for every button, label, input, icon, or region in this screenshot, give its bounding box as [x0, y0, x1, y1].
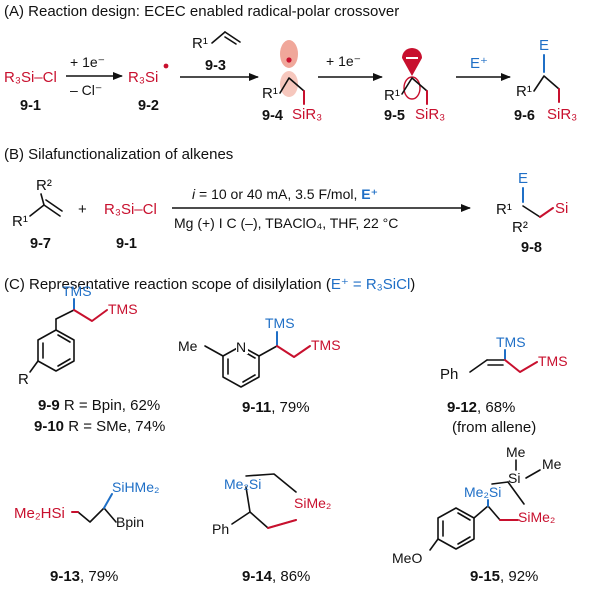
r-9-9: R: [18, 371, 29, 388]
alkene-r1: R¹: [192, 35, 208, 52]
section-b-header: (B) Silafunctionalization of alkenes: [4, 146, 233, 163]
caption-9-9: 9-9 R = Bpin, 62%: [38, 397, 160, 414]
me2hsi-9-13: Me₂HSi: [14, 505, 65, 522]
step1-bottom: – Cl⁻: [70, 82, 102, 98]
sir3-9-4: SiR₃: [292, 106, 322, 123]
label-9-7: 9-7: [30, 236, 51, 252]
caption-9-12: 9-12, 68%: [447, 399, 515, 416]
label-9-8: 9-8: [521, 240, 542, 256]
caption-9-14: 9-14, 86%: [242, 568, 310, 585]
sime2-9-14: SiMe₂: [294, 495, 331, 511]
r2-9-7: R²: [36, 177, 52, 194]
label-9-1-b: 9-1: [116, 236, 137, 252]
sihme2-9-13: SiHMe₂: [112, 479, 159, 495]
reagent-b: R₃Si–Cl: [104, 201, 157, 218]
electrophile-a: E⁺: [470, 55, 488, 72]
caption-9-12-note: (from allene): [452, 419, 536, 436]
me-9-11: Me: [178, 338, 198, 354]
sime2-9-15: SiMe₂: [518, 509, 555, 525]
e-9-6: E: [539, 37, 549, 54]
si-9-15: Si: [508, 470, 520, 486]
label-9-6: 9-6: [514, 108, 535, 124]
sir3-9-6: SiR₃: [547, 106, 577, 123]
p-orbital-top: [280, 40, 298, 68]
structure-9-15: [429, 481, 525, 551]
sir3-9-5: SiR₃: [415, 106, 445, 123]
structure-9-13: [71, 493, 117, 523]
alkene-bond: [211, 31, 226, 44]
structure-9-12: [469, 349, 538, 373]
section-c-header: (C) Representative reaction scope of dis…: [4, 276, 415, 293]
me-9-15-a: Me: [506, 444, 526, 460]
label-9-5: 9-5: [384, 108, 405, 124]
caption-9-15: 9-15, 92%: [470, 568, 538, 585]
radical-dot-9-4: [286, 57, 292, 63]
caption-9-13: 9-13, 79%: [50, 568, 118, 585]
tms-9-9-b: TMS: [108, 301, 138, 317]
conditions-top: i = 10 or 40 mA, 3.5 F/mol, E⁺: [192, 186, 378, 202]
me2si-9-14: Me₂Si: [224, 476, 261, 492]
label-9-1: 9-1: [20, 98, 41, 114]
r1-9-7: R¹: [12, 213, 28, 230]
tms-9-9-a: TMS: [62, 283, 92, 299]
caption-9-11: 9-11, 79%: [242, 399, 310, 416]
conditions-bottom: Mg (+) I C (–), TBAClO₄, THF, 22 °C: [174, 215, 398, 231]
structure-9-11: [204, 331, 311, 388]
label-9-2: 9-2: [138, 98, 159, 114]
label-9-3: 9-3: [205, 58, 226, 74]
r1-9-8: R¹: [496, 201, 512, 218]
r2-9-8: R²: [512, 219, 528, 236]
step3-top: + 1e⁻: [326, 53, 361, 69]
n-9-11: N: [236, 339, 246, 355]
plus-b: +: [78, 201, 87, 218]
reagent-r3sicl: R₃Si–Cl: [4, 69, 57, 86]
tms-9-12-a: TMS: [496, 334, 526, 350]
si-9-8: Si: [555, 200, 568, 217]
tms-9-11-a: TMS: [265, 315, 295, 331]
ph-9-14: Ph: [212, 521, 229, 537]
meo-9-15: MeO: [392, 550, 422, 566]
structure-9-14: [231, 473, 297, 529]
r1-9-4: R¹: [262, 85, 278, 102]
ph-9-12: Ph: [440, 366, 458, 383]
radical-dot: [163, 63, 169, 69]
label-9-4: 9-4: [262, 108, 283, 124]
step1-top: + 1e⁻: [70, 54, 105, 70]
structure-9-9: [29, 298, 108, 373]
me2si-9-15: Me₂Si: [464, 484, 501, 500]
bpin-9-13: Bpin: [116, 514, 144, 530]
silyl-radical: R₃Si: [128, 69, 158, 86]
caption-9-10: 9-10 R = SMe, 74%: [34, 418, 165, 435]
me-9-15-b: Me: [542, 456, 562, 472]
anion-lobe: [402, 48, 422, 76]
e-9-8: E: [518, 170, 528, 187]
r1-9-6: R¹: [516, 83, 532, 100]
section-a-header: (A) Reaction design: ECEC enabled radica…: [4, 3, 399, 20]
tms-9-11-b: TMS: [311, 337, 341, 353]
tms-9-12-b: TMS: [538, 353, 568, 369]
r1-9-5: R¹: [384, 87, 400, 104]
